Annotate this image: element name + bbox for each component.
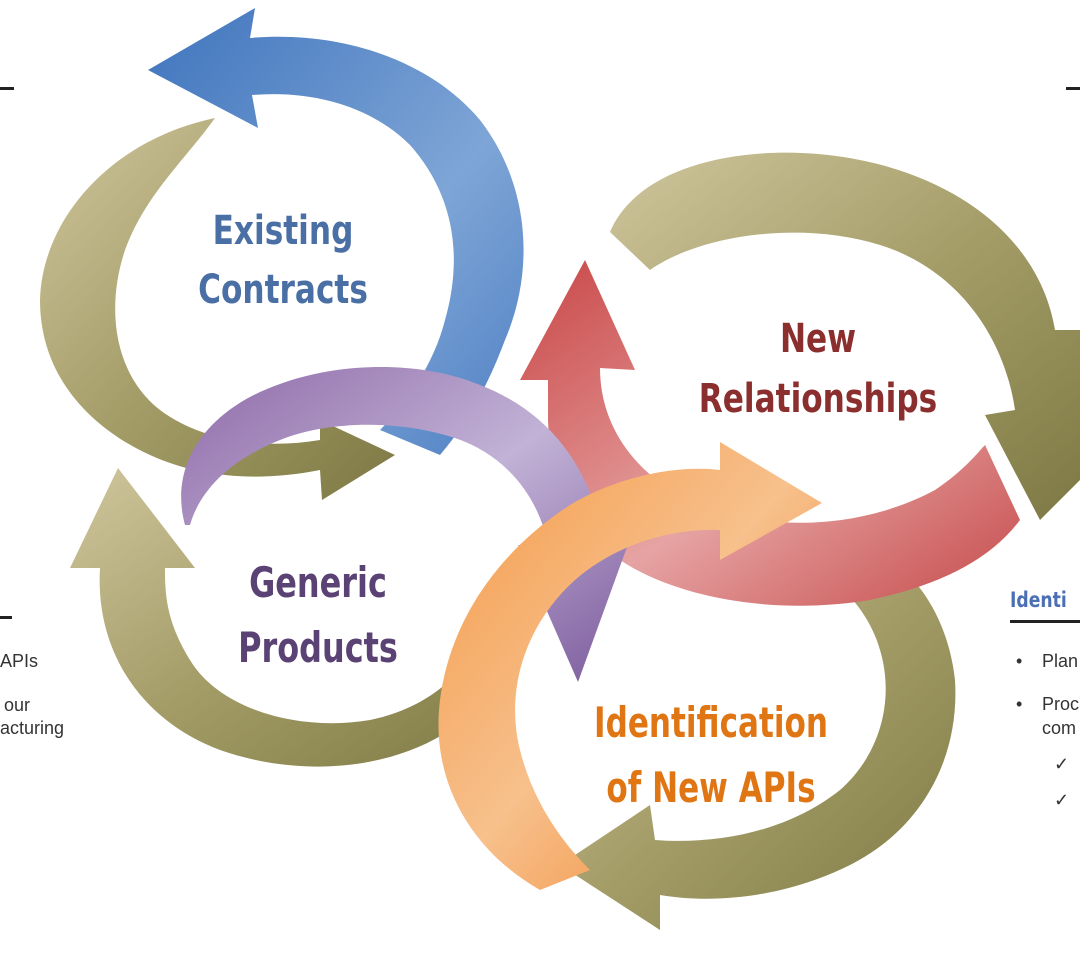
cycle-labels: Existing Contracts New Relationships Gen… [198, 208, 937, 812]
label-existing-line2: Contracts [198, 267, 368, 313]
right-panel-heading: Identi [1010, 588, 1067, 612]
label-identification-line2: of New APIs [606, 763, 815, 812]
olive-rings [40, 118, 1080, 930]
label-generic-line1: Generic [249, 558, 387, 608]
orange-arrow-identification [438, 442, 822, 890]
left-top-rule [0, 87, 14, 90]
blue-arrow-existing [148, 8, 524, 455]
purple-arrow-generic [181, 367, 635, 682]
label-new-line2: Relationships [699, 376, 937, 422]
right-bullet-2-marker: • [1016, 694, 1023, 714]
label-generic-line2: Products [238, 623, 398, 673]
left-text-line2: our [4, 695, 31, 715]
label-new-line1: New [780, 316, 856, 362]
olive-arc-new [610, 152, 1080, 520]
right-check-1: ✓ [1054, 754, 1070, 774]
right-bullet-1-marker: • [1016, 651, 1023, 671]
right-panel-rule [1010, 620, 1080, 623]
olive-arc-identification [560, 539, 956, 930]
right-check-2: ✓ [1054, 790, 1070, 810]
olive-arc-existing [40, 118, 395, 500]
left-bottom-rule [0, 616, 12, 619]
right-top-rule [1066, 87, 1080, 90]
label-existing-line1: Existing [213, 208, 354, 254]
right-bullet-1-text: Plan [1042, 651, 1079, 671]
olive-arc-generic [70, 468, 520, 767]
right-bullet-2-text: Proc [1042, 694, 1080, 714]
left-text-line1: APIs [0, 651, 39, 671]
label-identification-line1: Identification [594, 698, 828, 747]
left-text-line3: acturing [0, 718, 65, 738]
right-bullet-2-continuation: com [1042, 718, 1077, 738]
